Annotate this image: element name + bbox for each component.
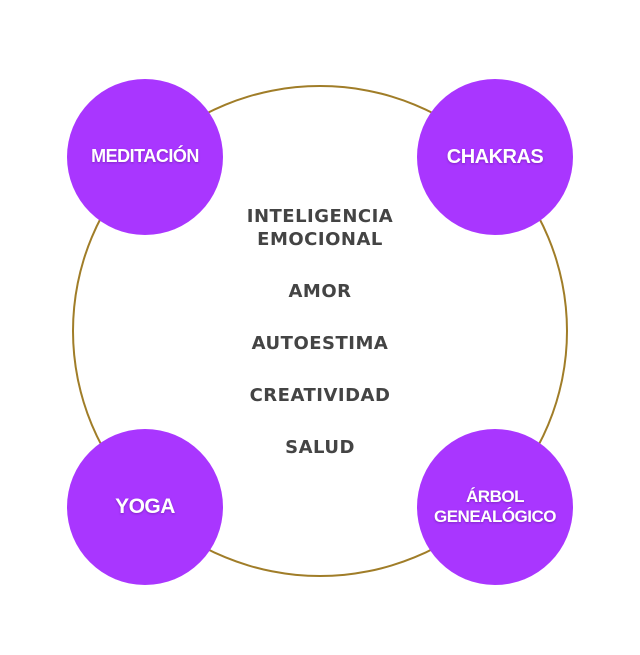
node-yoga-label: YOGA <box>115 495 175 519</box>
center-item-line: CREATIVIDAD <box>249 385 391 406</box>
node-chakras-label: CHAKRAS <box>446 146 544 168</box>
center-item-line: EMOCIONAL <box>257 229 383 250</box>
node-meditacion-label: MEDITACIÓN <box>91 146 199 167</box>
center-item-line: INTELIGENCIA <box>246 206 394 227</box>
center-topic-list: INTELIGENCIA EMOCIONAL AMOR AUTOESTIMA C… <box>180 205 460 488</box>
center-item-line: SALUD <box>285 437 355 458</box>
outer-ring <box>72 85 568 577</box>
node-arbol-label-line2: GENEALÓGICO <box>433 507 557 526</box>
center-item-line: AUTOESTIMA <box>251 333 389 354</box>
center-item-line: AMOR <box>288 281 352 302</box>
node-chakras: CHAKRAS <box>417 79 573 235</box>
center-item-amor: AMOR <box>180 280 460 303</box>
node-arbol-label-line1: ÁRBOL <box>466 486 524 506</box>
center-item-inteligencia-emocional: INTELIGENCIA EMOCIONAL <box>180 205 460 251</box>
node-meditacion: MEDITACIÓN <box>67 79 223 235</box>
node-arbol-genealogico: ÁRBOL GENEALÓGICO <box>417 429 573 585</box>
center-item-autoestima: AUTOESTIMA <box>180 332 460 355</box>
center-item-creatividad: CREATIVIDAD <box>180 384 460 407</box>
center-item-salud: SALUD <box>180 436 460 459</box>
node-yoga: YOGA <box>67 429 223 585</box>
